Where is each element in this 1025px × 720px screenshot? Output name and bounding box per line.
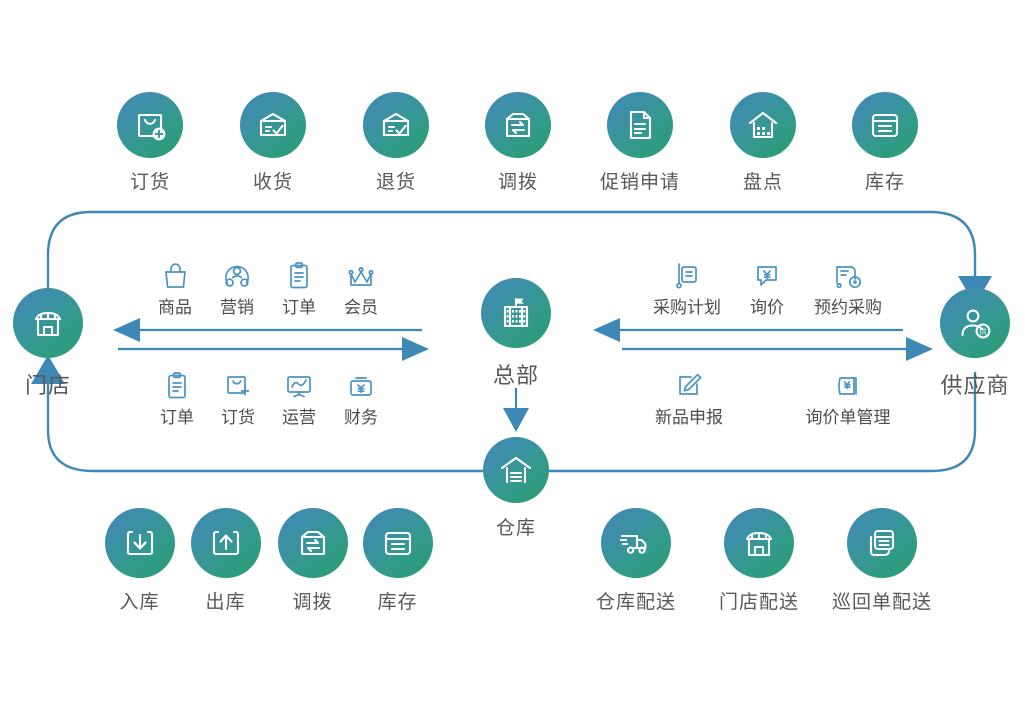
store-hq-upper-2[interactable]: 订单 [254, 256, 344, 318]
top-node-2[interactable]: 退货 [356, 92, 436, 194]
bottom-left-node-3[interactable]: 库存 [360, 508, 435, 614]
bottom-right-node-0[interactable]: 仓库配送 [596, 508, 675, 614]
hq-supplier-upper-1[interactable]: 询价 [722, 256, 812, 318]
node-warehouse-label: 仓库 [495, 518, 536, 539]
top-node-6[interactable]: 库存 [845, 92, 925, 194]
receive-box-check-icon [240, 92, 306, 158]
supplier-to-hq-arrowhead [593, 318, 620, 342]
new-product-pencil-icon [675, 366, 703, 400]
node-warehouse[interactable]: 仓库 [481, 437, 551, 540]
store-hq-lower-label-0: 订单 [160, 408, 194, 427]
inbound-arrow-down-icon [104, 508, 175, 578]
order-clipboard-icon [165, 366, 189, 400]
member-crown-icon [346, 256, 376, 290]
route-documents-icon [847, 508, 917, 578]
transfer-box-icon [277, 508, 348, 578]
node-headquarter[interactable]: 总部 [476, 278, 556, 390]
hq-supplier-upper-label-0: 采购计划 [653, 298, 721, 317]
store-hq-upper-label-0: 商品 [158, 298, 192, 317]
store-hq-lower-2[interactable]: 运营 [254, 366, 344, 428]
bottom-right-node-2[interactable]: 巡回单配送 [832, 508, 931, 614]
scheduled-purchase-icon [833, 256, 863, 290]
store-hq-lower-label-2: 运营 [282, 408, 316, 427]
store-hq-upper-label-1: 营销 [220, 298, 254, 317]
inquiry-yen-icon [753, 256, 781, 290]
promotion-document-icon [607, 92, 673, 158]
top-node-label-0: 订货 [129, 172, 170, 193]
bottom-left-node-0[interactable]: 入库 [102, 508, 177, 614]
marketing-people-icon [222, 256, 252, 290]
hq-supplier-upper-label-2: 预约采购 [814, 298, 882, 317]
hq-supplier-lower-label-1: 询价单管理 [805, 408, 891, 427]
store-hq-upper-3[interactable]: 会员 [316, 256, 406, 318]
store-hq-lower-label-1: 订货 [221, 408, 255, 427]
top-node-label-2: 退货 [375, 172, 416, 193]
bottom-right-node-1[interactable]: 门店配送 [719, 508, 798, 614]
hq-supplier-upper-2[interactable]: 预约采购 [793, 256, 903, 318]
store-front-icon [13, 288, 83, 358]
order-clipboard-icon [287, 256, 311, 290]
node-supplier[interactable]: 供 供应商 [935, 288, 1015, 400]
hq-supplier-upper-0[interactable]: 采购计划 [632, 256, 742, 318]
top-node-label-6: 库存 [864, 172, 905, 193]
outbound-arrow-up-icon [190, 508, 261, 578]
inquiry-form-icon [834, 366, 862, 400]
bottom-left-node-1[interactable]: 出库 [188, 508, 263, 614]
store-hq-upper-label-3: 会员 [344, 298, 378, 317]
warehouse-icon [483, 437, 549, 503]
transfer-box-icon [485, 92, 551, 158]
store-hq-upper-label-2: 订单 [282, 298, 316, 317]
top-node-label-5: 盘点 [742, 172, 783, 193]
node-store[interactable]: 门店 [8, 288, 88, 400]
top-node-4[interactable]: 促销申请 [600, 92, 680, 194]
bottom-left-node-label-1: 出库 [205, 592, 246, 613]
operation-chart-icon [284, 366, 314, 400]
goods-bag-icon [162, 256, 189, 290]
hq-to-store-arrowhead [113, 318, 140, 342]
top-node-3[interactable]: 调拨 [478, 92, 558, 194]
top-node-1[interactable]: 收货 [233, 92, 313, 194]
delivery-truck-icon [601, 508, 671, 578]
store-hq-upper-1[interactable]: 营销 [192, 256, 282, 318]
return-box-check-icon [363, 92, 429, 158]
store-to-hq-arrowhead [402, 337, 429, 361]
top-node-0[interactable]: 订货 [110, 92, 190, 194]
stocktaking-house-icon [730, 92, 796, 158]
bottom-right-node-label-0: 仓库配送 [596, 592, 677, 613]
hq-to-warehouse-arrowhead [503, 408, 529, 432]
top-node-5[interactable]: 盘点 [723, 92, 803, 194]
hq-to-supplier-arrowhead [906, 337, 933, 361]
bottom-left-node-2[interactable]: 调拨 [275, 508, 350, 614]
bottom-right-node-label-1: 门店配送 [719, 592, 800, 613]
inventory-box-icon [852, 92, 918, 158]
supplier-person-icon: 供 [940, 288, 1010, 358]
node-headquarter-label: 总部 [492, 363, 539, 388]
hq-supplier-lower-1[interactable]: 询价单管理 [783, 366, 913, 428]
purchase-plan-icon [673, 256, 701, 290]
top-node-label-1: 收货 [252, 172, 293, 193]
top-node-label-4: 促销申请 [600, 172, 681, 193]
node-store-label: 门店 [24, 373, 71, 398]
svg-text:供: 供 [979, 327, 987, 336]
order-bag-plus-icon [117, 92, 183, 158]
top-node-label-3: 调拨 [497, 172, 538, 193]
store-hq-lower-label-3: 财务 [344, 408, 378, 427]
inventory-box-icon [362, 508, 433, 578]
bottom-left-node-label-2: 调拨 [292, 592, 333, 613]
store-hq-lower-1[interactable]: 订货 [193, 366, 283, 428]
hq-supplier-upper-label-1: 询价 [750, 298, 784, 317]
hq-supplier-lower-0[interactable]: 新品申报 [634, 366, 744, 428]
order-bag-plus-icon [224, 366, 252, 400]
finance-yen-icon [347, 366, 375, 400]
bottom-left-node-label-0: 入库 [119, 592, 160, 613]
store-front-icon [724, 508, 794, 578]
store-hq-upper-0[interactable]: 商品 [130, 256, 220, 318]
bottom-left-node-label-3: 库存 [377, 592, 418, 613]
hq-supplier-lower-label-0: 新品申报 [655, 408, 723, 427]
node-supplier-label: 供应商 [940, 373, 1010, 398]
bottom-right-node-label-2: 巡回单配送 [832, 592, 933, 613]
store-hq-lower-3[interactable]: 财务 [316, 366, 406, 428]
headquarter-building-icon [481, 278, 551, 348]
store-hq-lower-0[interactable]: 订单 [132, 366, 222, 428]
